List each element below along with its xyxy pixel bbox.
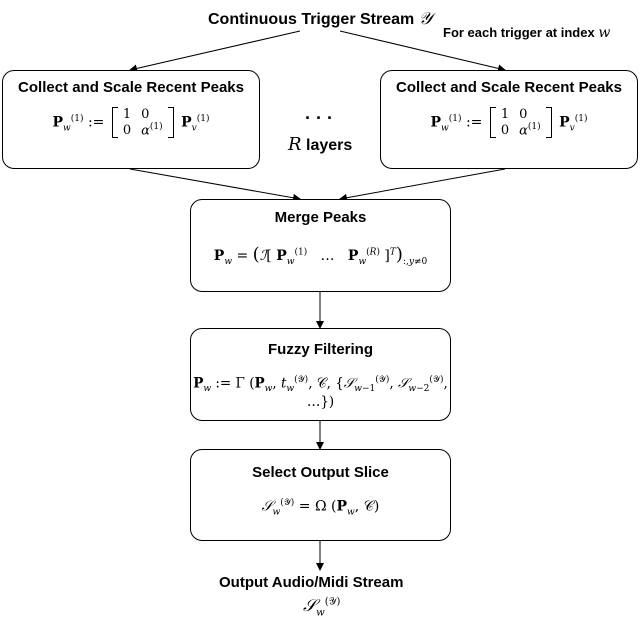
trigger-note: For each trigger at index w (443, 25, 610, 41)
output-symbol: 𝒮w(𝒴) (303, 596, 341, 619)
layer-box-left-title: Collect and Scale Recent Peaks (18, 79, 244, 96)
layers-var: R (288, 134, 302, 155)
merge-title: Merge Peaks (274, 209, 367, 226)
input-title-text: Continuous Trigger Stream (208, 11, 415, 28)
arrow-left-to-merge (129, 168, 301, 202)
arrow-input-to-right (339, 30, 506, 73)
select-formula: 𝒮w(𝒴) = Ω (Pw, 𝒞) (261, 498, 380, 518)
arrow-input-to-left (129, 30, 301, 73)
arrow-right-to-merge (339, 168, 506, 202)
trigger-note-text: For each trigger at index (443, 25, 595, 40)
layers-label: R layers (288, 134, 352, 155)
merge-formula: Pw = (ℐ[ Pw(1) … Pw(R) ]T):,y≠0 (213, 244, 428, 267)
input-title: Continuous Trigger Stream 𝒴 (208, 9, 432, 29)
select-box: Select Output Slice 𝒮w(𝒴) = Ω (Pw, 𝒞) (190, 449, 451, 541)
trigger-index-var: w (598, 25, 611, 41)
select-title: Select Output Slice (252, 464, 389, 481)
fuzzy-title: Fuzzy Filtering (268, 341, 373, 358)
input-symbol: 𝒴 (418, 9, 433, 29)
merge-box: Merge Peaks Pw = (ℐ[ Pw(1) … Pw(R) ]T):,… (190, 199, 451, 292)
fuzzy-formula: Pw := Γ (Pw, tw(𝒴), 𝒞, {𝒮w−1(𝒴), 𝒮w−2(𝒴)… (193, 375, 448, 411)
layers-text: layers (306, 137, 353, 154)
layer-box-right-title: Collect and Scale Recent Peaks (396, 79, 622, 96)
layer-box-left: Collect and Scale Recent Peaks Pw(1) := … (2, 70, 260, 169)
fuzzy-box: Fuzzy Filtering Pw := Γ (Pw, tw(𝒴), 𝒞, {… (190, 328, 451, 421)
output-title: Output Audio/Midi Stream (219, 574, 404, 591)
layer-box-right: Collect and Scale Recent Peaks Pw(1) := … (380, 70, 638, 169)
layers-dots: · · · (305, 108, 333, 128)
